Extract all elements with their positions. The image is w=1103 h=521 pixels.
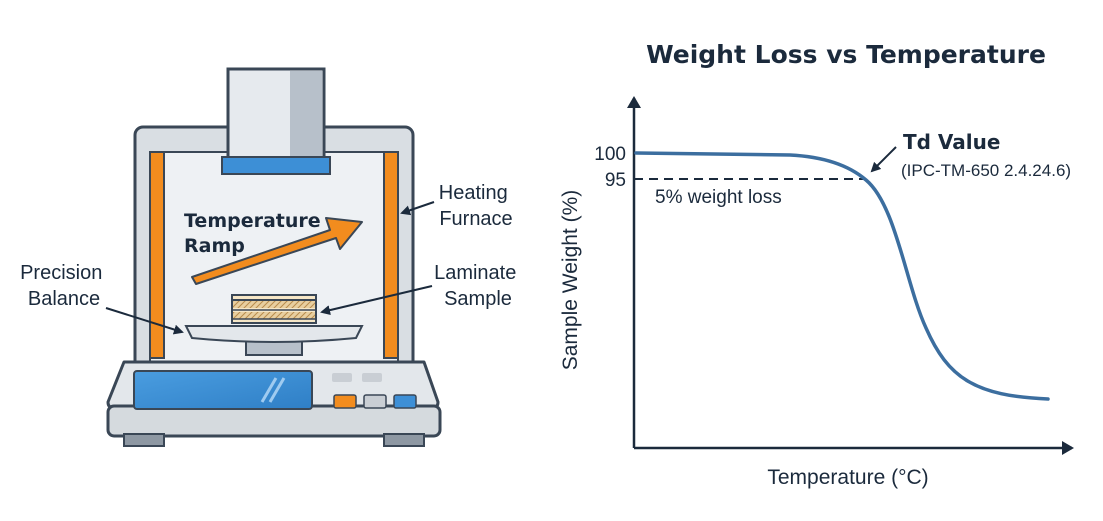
td-value-label: Td Value <box>903 130 1000 154</box>
weight-curve <box>634 151 1050 401</box>
balance-display <box>133 370 313 410</box>
laminate-sample-leader <box>320 285 433 316</box>
precision-balance-leader <box>105 307 184 335</box>
balance-pan <box>184 325 364 343</box>
threshold-label: 5% weight loss <box>655 187 782 208</box>
tga-apparatus: Heating Furnace Temperature Ramp Precisi… <box>20 67 522 447</box>
balance-button-blue[interactable] <box>393 394 417 409</box>
chart-title: Weight Loss vs Temperature <box>646 40 1046 69</box>
balance-button-top-1[interactable] <box>332 373 352 382</box>
x-axis-label: Temperature (°C) <box>767 466 928 489</box>
heater-right <box>383 151 399 359</box>
balance-foot-right <box>383 433 425 447</box>
td-leader <box>870 146 897 173</box>
balance-foot-left <box>123 433 165 447</box>
heating-furnace-leader <box>400 201 435 216</box>
precision-balance-label: Precision Balance <box>20 262 108 310</box>
balance-base-bottom <box>106 404 442 438</box>
furnace-column-shade <box>290 71 322 157</box>
td-standard-label: (IPC-TM-650 2.4.24.6) <box>901 161 1071 180</box>
balance-button-grey[interactable] <box>363 394 387 409</box>
balance-button-top-2[interactable] <box>362 373 382 382</box>
furnace-column-base <box>221 156 331 175</box>
y-axis-label: Sample Weight (%) <box>559 190 582 371</box>
heating-furnace-label: Heating Furnace <box>439 182 514 230</box>
y-tick-label-95: 95 <box>605 170 626 191</box>
laminate-sample-label: Laminate Sample <box>434 262 522 310</box>
heater-left <box>149 151 165 359</box>
y-tick-label-100: 100 <box>594 144 626 165</box>
temperature-ramp-arrow <box>191 217 363 285</box>
balance-button-orange[interactable] <box>333 394 357 409</box>
temperature-ramp-label: Temperature Ramp <box>184 210 327 257</box>
laminate-sample <box>231 294 317 324</box>
weight-loss-chart: Weight Loss vs Temperature 100 95 5% wei… <box>559 40 1074 489</box>
